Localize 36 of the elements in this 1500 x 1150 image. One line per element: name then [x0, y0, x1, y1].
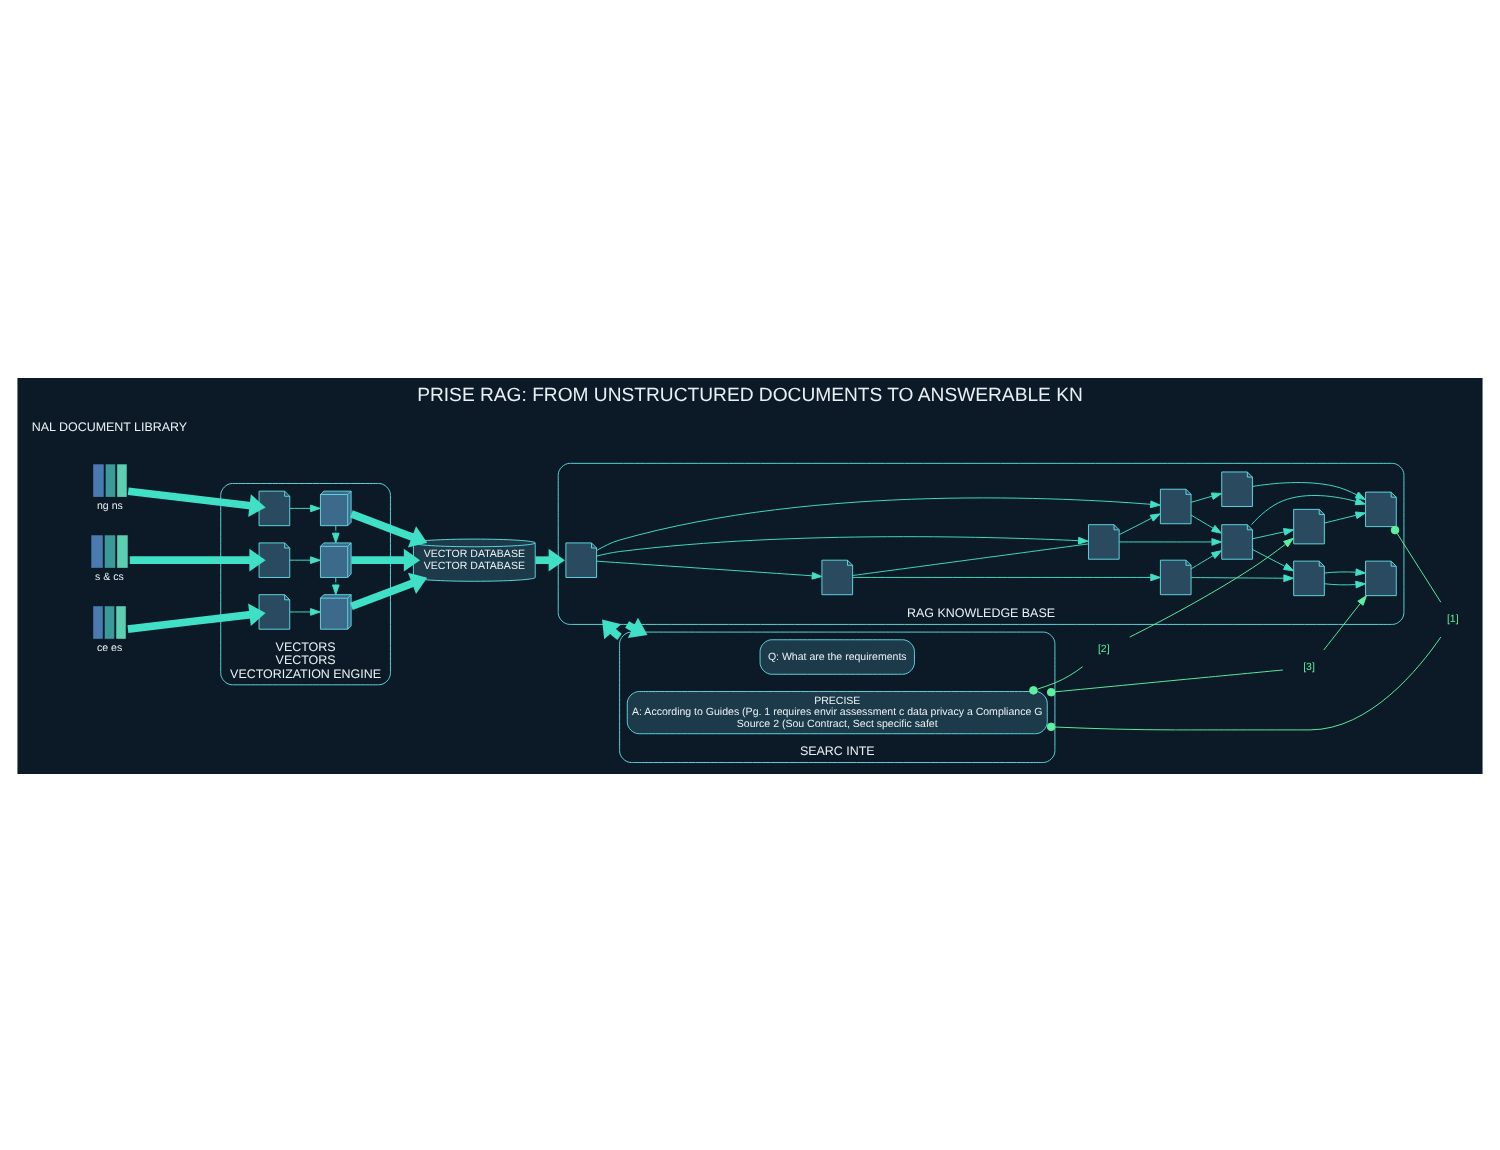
- arrow: [1252, 481, 1366, 500]
- arrow: [331, 524, 340, 543]
- arrow: [129, 547, 266, 571]
- arrow: [1252, 548, 1295, 571]
- arrow: [596, 559, 823, 579]
- connector: [1390, 524, 1442, 602]
- arrow: [596, 535, 1089, 556]
- arrow: [1190, 573, 1294, 582]
- connector: [1029, 665, 1084, 694]
- arrow: [1323, 594, 1367, 650]
- arrow: [289, 503, 321, 512]
- arrow: [1118, 512, 1161, 535]
- arrow: [350, 571, 428, 609]
- arrow: [1324, 567, 1366, 576]
- arrow: [1190, 491, 1222, 502]
- arrow: [289, 607, 321, 615]
- arrow: [1129, 536, 1294, 637]
- arrow: [1251, 494, 1366, 525]
- arrow: [1118, 537, 1222, 545]
- arrow: [1252, 527, 1295, 539]
- arrow: [127, 602, 266, 632]
- connector: [852, 542, 1089, 575]
- arrow: [350, 509, 428, 547]
- arrow: [852, 572, 1161, 581]
- connector: [1046, 635, 1442, 731]
- arrow: [351, 547, 421, 571]
- arrow: [331, 576, 340, 595]
- arrow: [596, 496, 1161, 550]
- arrow: [1324, 510, 1366, 523]
- diagram-title: PRISE RAG: FROM UNSTRUCTURED DOCUMENTS TO ANSWERABLE KN: [417, 384, 1083, 407]
- arrow: [289, 555, 321, 563]
- arrow: [1190, 549, 1222, 569]
- connector: [1046, 668, 1284, 696]
- arrow: [127, 486, 266, 516]
- arrow: [1324, 579, 1366, 588]
- arrow: [1190, 513, 1222, 533]
